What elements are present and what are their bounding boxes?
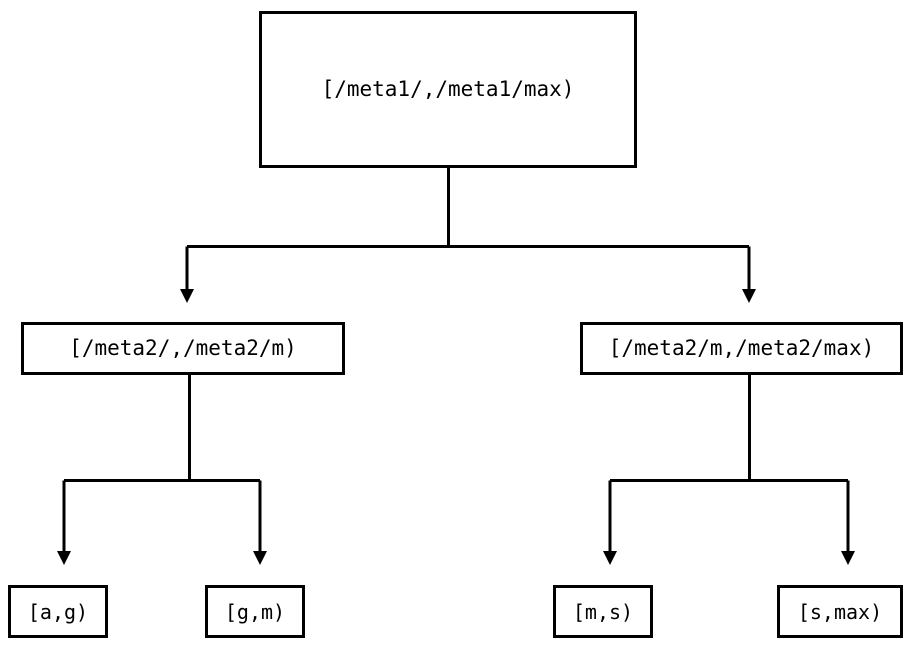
tree-node-leaf-s-max[interactable]: [s,max)	[777, 585, 903, 638]
tree-node-leaf-g-m[interactable]: [g,m)	[205, 585, 305, 638]
tree-node-leaf-m-s-label: [m,s)	[572, 599, 634, 624]
tree-node-leaf-m-s[interactable]: [m,s)	[553, 585, 653, 638]
edge-mid-right-to-leaves	[608, 375, 850, 551]
tree-node-root[interactable]: [/meta1/,/meta1/max)	[259, 11, 637, 168]
tree-node-mid-left-label: [/meta2/,/meta2/m)	[69, 336, 297, 360]
tree-node-leaf-a-g[interactable]: [a,g)	[8, 585, 108, 638]
edge-root-to-mid-level	[185, 168, 751, 289]
tree-node-mid-left[interactable]: [/meta2/,/meta2/m)	[21, 322, 345, 375]
arrowhead-leaf-a-g	[57, 551, 71, 565]
tree-node-mid-right-label: [/meta2/m,/meta2/max)	[608, 336, 875, 360]
arrowhead-leaf-g-m	[253, 551, 267, 565]
tree-node-leaf-g-m-label: [g,m)	[224, 599, 286, 624]
arrowhead-mid-right	[742, 289, 756, 303]
edge-mid-left-to-leaves	[62, 375, 262, 551]
tree-node-root-label: [/meta1/,/meta1/max)	[321, 77, 575, 101]
arrowhead-mid-left	[180, 289, 194, 303]
arrowhead-leaf-m-s	[603, 551, 617, 565]
tree-node-leaf-s-max-label: [s,max)	[797, 599, 883, 624]
arrowhead-leaf-s-max	[841, 551, 855, 565]
tree-node-leaf-a-g-label: [a,g)	[27, 599, 89, 624]
tree-node-mid-right[interactable]: [/meta2/m,/meta2/max)	[580, 322, 903, 375]
